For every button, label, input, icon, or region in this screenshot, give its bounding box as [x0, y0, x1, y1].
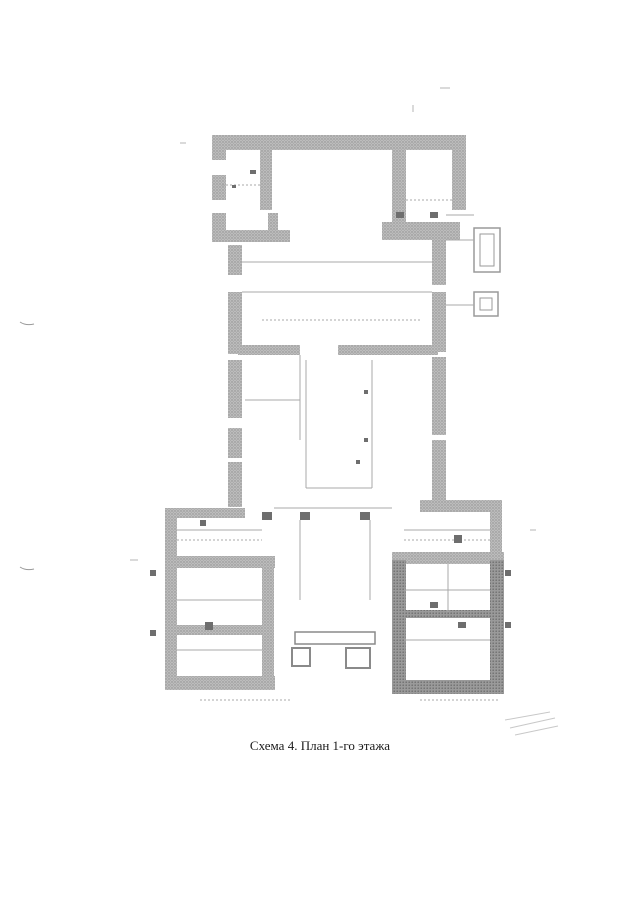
wall-lower-left-mid — [165, 556, 275, 568]
wall-left-4 — [228, 428, 242, 458]
entrance-columns — [291, 631, 376, 669]
wall-left-1 — [228, 245, 242, 275]
dimension-ticks — [130, 87, 536, 561]
wall-small-room-right — [268, 213, 278, 241]
porch-upper-inner — [479, 233, 495, 267]
wall-lower-right-mid — [392, 552, 504, 564]
wall-left-upper — [212, 135, 226, 160]
wall-left-upper-2 — [212, 175, 226, 200]
wall-lower-right-dark-3 — [490, 560, 504, 694]
wall-left-3 — [228, 360, 242, 418]
wall-right-4 — [432, 440, 446, 508]
wall-top — [212, 135, 462, 150]
porch-group — [473, 227, 501, 317]
scan-artefacts — [19, 321, 559, 736]
interior-lines — [222, 184, 474, 489]
wall-lower-left-top — [165, 508, 245, 518]
wall-lower-left-mid2 — [165, 625, 265, 635]
plan-markers — [150, 170, 511, 636]
wall-lower-right-dark-4 — [404, 610, 490, 618]
wall-right-2 — [432, 292, 446, 352]
porch-upper — [473, 227, 501, 273]
wall-right-3 — [432, 357, 446, 435]
wall-inner-vertical-top — [260, 140, 272, 210]
wall-lower-right-dark-2 — [392, 680, 504, 694]
wall-top-right-room-right — [452, 135, 466, 210]
wall-left-2 — [228, 292, 242, 354]
entrance-frame — [294, 631, 376, 645]
wall-lower-right-top — [420, 500, 502, 512]
wall-middle-horizontal-left — [238, 345, 300, 355]
porch-lower — [473, 291, 499, 317]
wall-small-room-bottom — [212, 230, 290, 242]
dark-walls — [392, 560, 504, 694]
wall-lower-left-bottom — [165, 676, 275, 690]
figure-caption: Схема 4. План 1-го этажа — [249, 738, 391, 753]
porch-lower-inner — [479, 297, 493, 311]
wall-lower-right-dark-1 — [392, 560, 406, 692]
wall-lower-right-outer — [490, 500, 502, 552]
column-left — [291, 647, 311, 667]
wall-middle-horizontal-right — [338, 345, 438, 355]
wall-lower-left-inner — [262, 556, 274, 690]
wall-top-right-room-left — [392, 135, 406, 230]
wall-lower-left-outer — [165, 508, 177, 688]
wall-left-5 — [228, 462, 242, 507]
wall-right-1 — [432, 235, 446, 285]
lower-interior-lines — [177, 507, 500, 701]
wall-top-right-room-bottom — [382, 222, 460, 240]
wall-group-lower — [165, 500, 504, 694]
column-right — [345, 647, 371, 669]
wall-group-upper — [212, 135, 466, 508]
